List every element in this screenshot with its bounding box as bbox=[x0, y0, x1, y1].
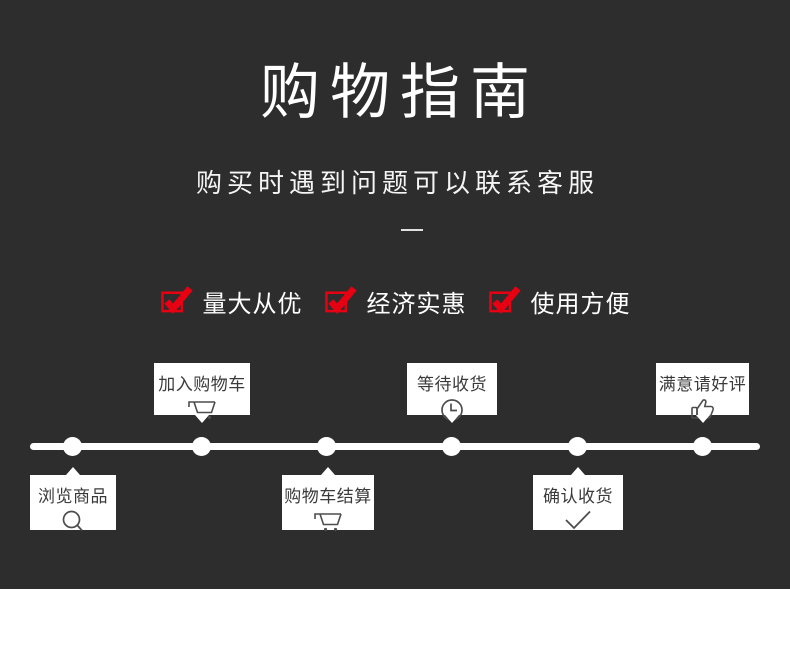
red-checkbox-icon bbox=[324, 285, 357, 319]
step-card-good-review: 满意请好评 bbox=[656, 363, 749, 423]
check-icon bbox=[533, 509, 623, 531]
timeline-dot bbox=[317, 437, 336, 456]
cart-icon bbox=[282, 509, 374, 533]
subtitle: 购买时遇到问题可以联系客服 bbox=[195, 168, 599, 198]
feature-label: 经济实惠 bbox=[366, 291, 467, 318]
step-card-add-to-cart: 加入购物车 bbox=[154, 363, 250, 423]
magnifier-icon bbox=[30, 509, 116, 534]
feature-label: 量大从优 bbox=[202, 291, 303, 318]
step-label: 等待收货 bbox=[417, 375, 487, 394]
cart-icon bbox=[154, 397, 250, 421]
step-label: 确认收货 bbox=[543, 487, 613, 506]
timeline-line bbox=[30, 443, 760, 450]
clock-icon bbox=[407, 397, 497, 423]
step-label: 满意请好评 bbox=[658, 375, 747, 394]
dark-background-panel bbox=[0, 0, 790, 589]
timeline-dot bbox=[63, 437, 82, 456]
step-label: 购物车结算 bbox=[284, 487, 372, 506]
divider-line bbox=[401, 229, 423, 231]
timeline-dot bbox=[568, 437, 587, 456]
step-card-cart-checkout: 购物车结算 bbox=[282, 467, 374, 533]
feature-item: 经济实惠 bbox=[324, 284, 467, 319]
page-title: 购物指南 bbox=[260, 59, 540, 126]
feature-item: 使用方便 bbox=[488, 284, 631, 319]
thumbs-up-icon bbox=[656, 397, 749, 421]
red-checkbox-icon bbox=[488, 285, 521, 319]
step-card-wait-delivery: 等待收货 bbox=[407, 363, 497, 423]
step-label: 浏览商品 bbox=[38, 487, 108, 506]
step-card-browse-items: 浏览商品 bbox=[30, 467, 116, 532]
timeline-dot bbox=[693, 437, 712, 456]
feature-item: 量大从优 bbox=[160, 284, 303, 319]
red-checkbox-icon bbox=[160, 285, 193, 319]
step-card-confirm-receipt: 确认收货 bbox=[533, 467, 623, 531]
step-label: 加入购物车 bbox=[158, 375, 246, 394]
timeline-dot bbox=[192, 437, 211, 456]
timeline-dot bbox=[442, 437, 461, 456]
feature-label: 使用方便 bbox=[530, 291, 631, 318]
feature-list: 量大从优 经济实惠 使用方便 bbox=[0, 284, 790, 319]
